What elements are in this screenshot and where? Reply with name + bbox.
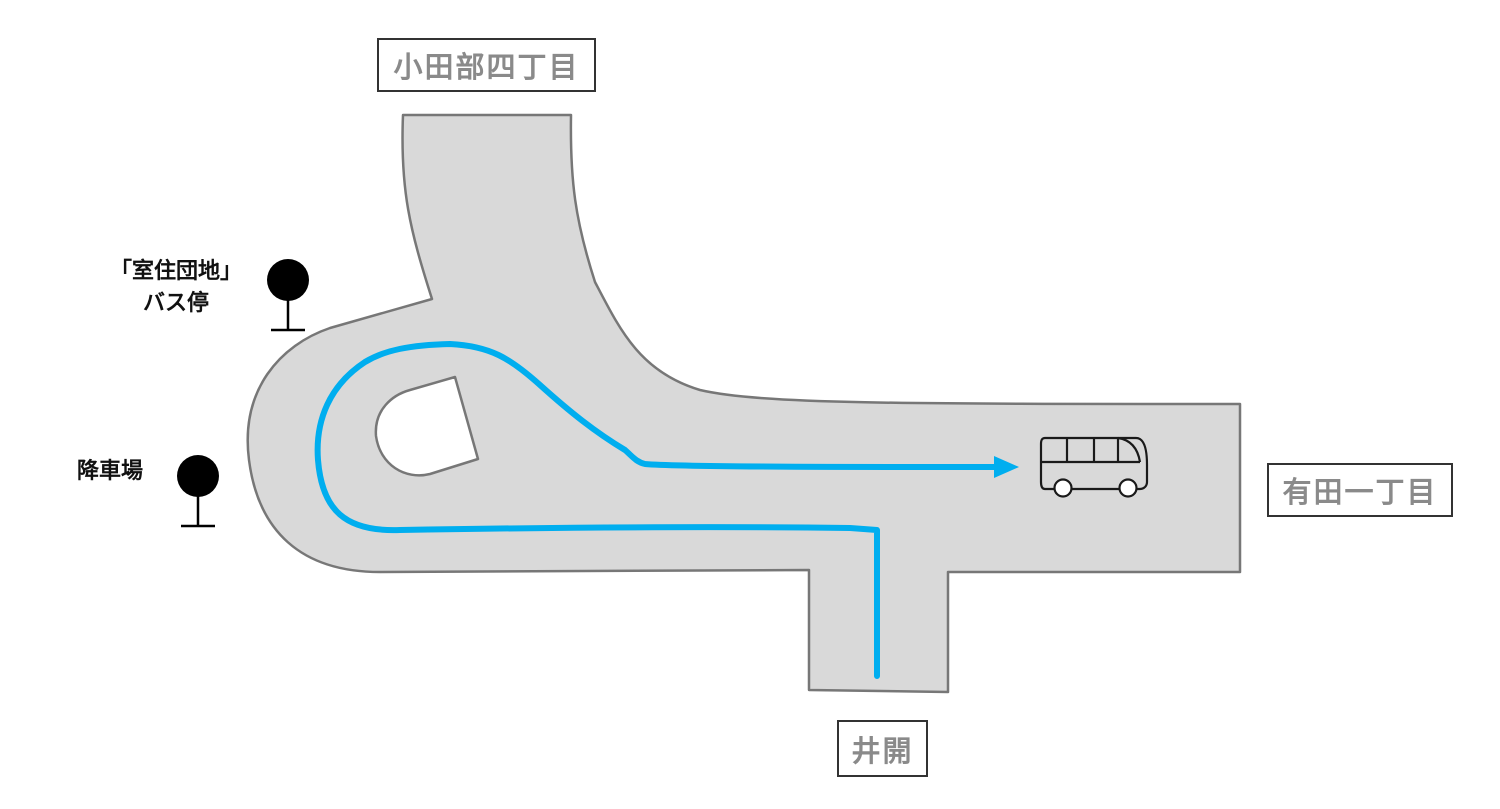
bus-route: [314, 341, 1003, 679]
dropoff-label: 降車場: [76, 459, 143, 484]
destination-label-south: 井開: [837, 720, 928, 777]
road-surface: [246, 113, 1242, 694]
bus-stop-name: 「室住団地」: [109, 259, 242, 284]
destination-label-east: 有田一丁目: [1267, 463, 1453, 517]
destination-label-north: 小田部四丁目: [377, 38, 596, 92]
bus-stop-label: 「室住団地」 バス停: [96, 256, 256, 320]
arrow-right-icon: [994, 456, 1019, 478]
bus-stop-type: バス停: [142, 291, 209, 316]
map-pin-icon: [267, 259, 309, 332]
bus-icon: [1039, 436, 1149, 498]
map-pin-icon: [177, 455, 219, 528]
traffic-island: [374, 375, 480, 477]
